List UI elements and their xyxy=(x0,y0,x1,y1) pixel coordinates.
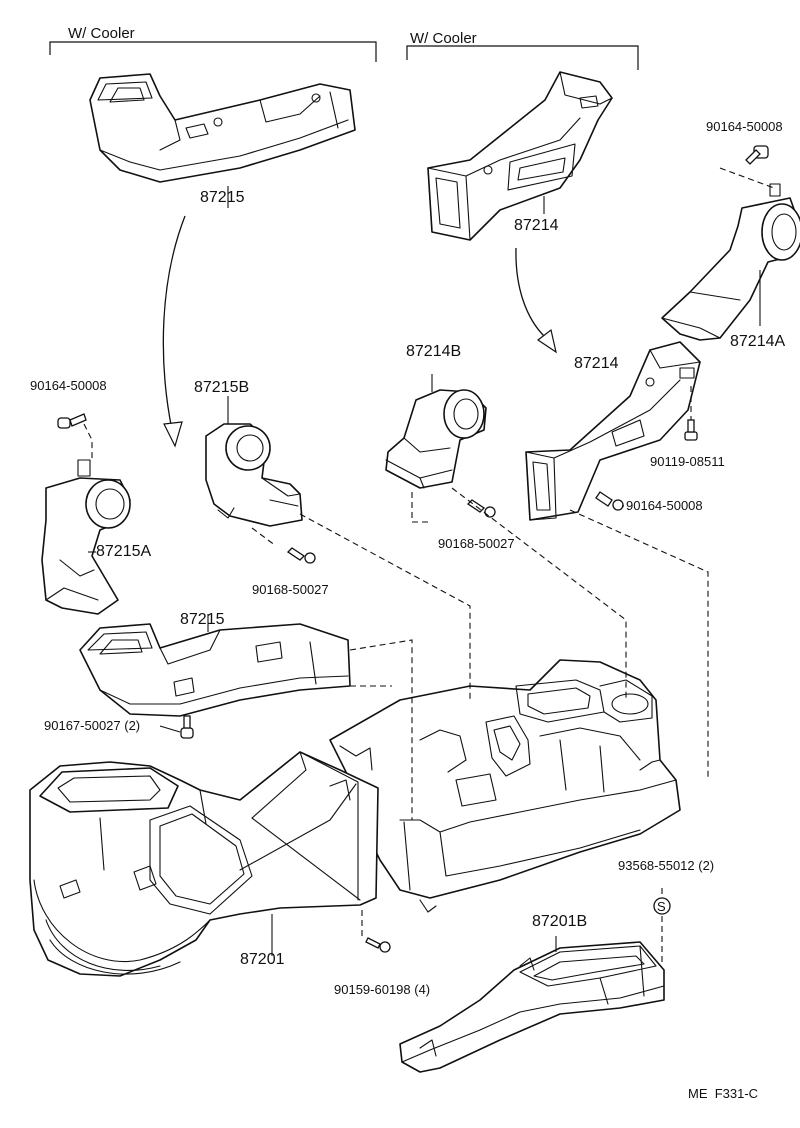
dash-87215-to-unit xyxy=(349,639,413,820)
duct-87214-mid xyxy=(525,341,701,521)
clip-93568-55012 xyxy=(653,897,671,915)
dash-87214-to-unit xyxy=(569,509,709,780)
arrowhead-87214 xyxy=(536,328,557,354)
footer-code: ME F331-C xyxy=(688,1086,758,1101)
arrowhead-87215 xyxy=(163,421,183,448)
label-90167-50027: 90167-50027 (2) xyxy=(44,718,140,733)
label-87201B: 87201B xyxy=(532,913,587,930)
screw-90168-50027-l xyxy=(286,547,316,564)
blower-case-87201 xyxy=(29,751,379,977)
label-90164-50008-r: 90164-50008 xyxy=(626,498,703,513)
dash-87215B-to-unit xyxy=(299,513,471,700)
label-87214A: 87214A xyxy=(730,333,785,350)
duct-87215B xyxy=(205,423,303,527)
heater-unit-housing xyxy=(329,659,681,913)
screw-90164-50008-tr xyxy=(745,145,769,165)
label-93568-55012: 93568-55012 (2) xyxy=(618,858,714,873)
screw-90167-50027 xyxy=(180,715,194,739)
label-87215B: 87215B xyxy=(194,379,249,396)
label-90164-50008-tr: 90164-50008 xyxy=(706,119,783,134)
right-cooler-bracket xyxy=(406,45,639,70)
left-cooler-bracket xyxy=(49,41,377,62)
duct-87215-lower xyxy=(79,623,351,717)
header-right-w-cooler: W/ Cooler xyxy=(410,30,477,47)
dash-87214B-to-unit xyxy=(451,487,627,700)
label-87215: 87215 xyxy=(180,611,225,628)
screw-90164-50008-l xyxy=(57,413,87,429)
header-left-w-cooler: W/ Cooler xyxy=(68,25,135,42)
screw-90159-60198 xyxy=(365,937,391,953)
duct-87215-top xyxy=(89,73,356,183)
duct-87214A xyxy=(661,183,800,341)
screw-90164-50008-r xyxy=(595,491,624,511)
label-87214B: 87214B xyxy=(406,343,461,360)
label-90164-50008-l: 90164-50008 xyxy=(30,378,107,393)
label-s-mark: S xyxy=(657,899,666,914)
label-90168-50027-r: 90168-50027 xyxy=(438,536,515,551)
duct-87215A xyxy=(41,459,131,615)
label-87215A: 87215A xyxy=(96,543,151,560)
label-90159-60198: 90159-60198 (4) xyxy=(334,982,430,997)
duct-87214B xyxy=(385,389,487,489)
bolt-90119-08511 xyxy=(684,419,698,441)
label-87215-top: 87215 xyxy=(200,189,245,206)
duct-87201B xyxy=(399,941,665,1073)
label-87201: 87201 xyxy=(240,951,285,968)
arrow-87215-top-to-lower xyxy=(162,215,186,431)
label-90168-50027-l: 90168-50027 xyxy=(252,582,329,597)
duct-87214-top xyxy=(427,71,613,241)
arrow-87214-top-to-lower xyxy=(515,247,547,339)
label-87214-top: 87214 xyxy=(514,217,559,234)
label-90119-08511: 90119-08511 xyxy=(650,454,725,469)
label-87214: 87214 xyxy=(574,355,619,372)
